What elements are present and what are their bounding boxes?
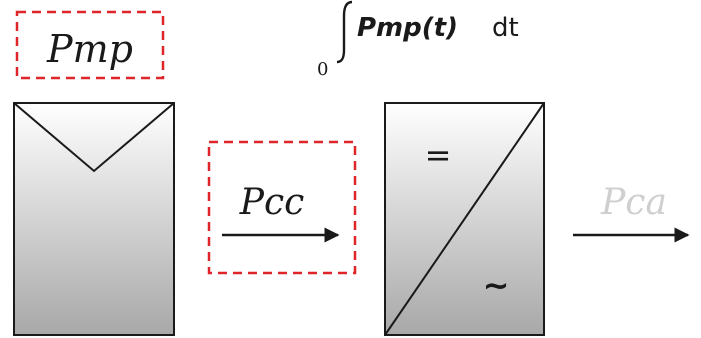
integral-lower-limit: 0: [317, 59, 328, 80]
pcc-group: Pcc: [207, 140, 357, 275]
pca-label: Pca: [600, 182, 667, 223]
pmp-group: Pmp: [15, 10, 165, 80]
pcc-label: Pcc: [239, 182, 305, 223]
pcc-dashed-box: [207, 140, 357, 275]
pmp-label: Pmp: [46, 27, 133, 71]
pca-group: Pca: [573, 182, 690, 243]
inverter-diagonal: [384, 102, 545, 336]
dc-symbol: =: [425, 136, 452, 174]
pv-module-chevron: [13, 102, 175, 173]
pmp-dashed-box: [15, 10, 165, 80]
pv-module: [13, 102, 175, 336]
differential-label: dt: [492, 13, 519, 43]
ac-symbol: ~: [483, 266, 510, 304]
inverter: = ~: [384, 102, 545, 336]
energy-integral: 0 Pmp(t) dt: [317, 0, 519, 80]
integrand-label: Pmp(t): [357, 13, 458, 43]
integral-sign: [336, 0, 353, 64]
pv-module-body: [13, 102, 175, 336]
